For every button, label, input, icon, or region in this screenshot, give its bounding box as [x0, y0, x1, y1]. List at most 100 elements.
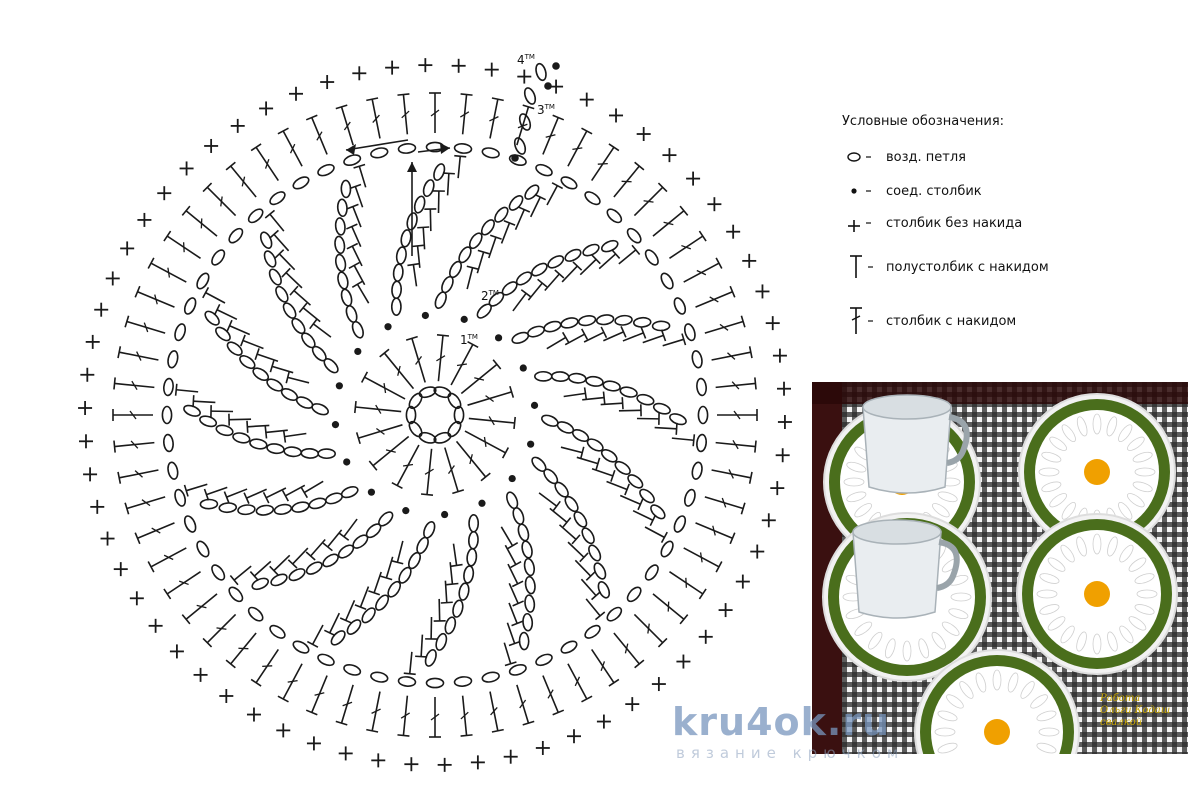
stitch-yarn-over	[376, 427, 385, 435]
round1-slip-stitch	[441, 510, 449, 519]
petal-half-double-crochet	[229, 324, 251, 336]
legend: Условные обозначения: возд. петля соед. …	[830, 100, 1190, 360]
petal-chain	[424, 649, 437, 667]
daisy-petal	[1134, 467, 1156, 477]
stitch-top-bar	[285, 371, 290, 384]
stitch-top-bar	[411, 244, 424, 248]
round1-slip-stitch	[384, 323, 392, 331]
center-ring-chain	[433, 386, 452, 399]
outer-ring-chain	[196, 272, 210, 290]
stitch-yarn-over	[699, 552, 703, 563]
petal-chain	[585, 375, 604, 387]
stitch-yarn-over	[483, 436, 487, 448]
stitch-top-bar	[264, 209, 276, 219]
petal-half-double-crochet	[358, 166, 367, 188]
petal-chain	[273, 503, 293, 516]
stitch-top-bar	[634, 659, 645, 669]
stitch-top-bar	[715, 257, 723, 269]
petal-half-double-crochet	[508, 602, 518, 624]
stitch-yarn-over	[430, 109, 440, 117]
stitch-top-bar	[147, 257, 155, 269]
petal-half-double-crochet	[466, 267, 474, 290]
petal-half-double-crochet	[312, 323, 332, 338]
watermark-site: kru4ok.ru	[672, 700, 891, 744]
stitch-yarn-over	[721, 497, 727, 508]
stitch-top-bar	[740, 502, 746, 515]
daisy-petal	[1047, 557, 1066, 572]
stitch-top-bar	[306, 640, 319, 648]
direction-arrow-head	[440, 143, 450, 154]
stitch-top-bar	[351, 280, 364, 289]
stitch-yarn-over	[436, 355, 446, 362]
stitch-top-bar	[203, 488, 210, 501]
daisy-petal	[1128, 616, 1147, 631]
stitch-top-bar	[480, 472, 491, 482]
petal-half-double-crochet	[327, 529, 343, 548]
daisy-petal	[846, 461, 867, 473]
center-ring-chain	[418, 386, 437, 399]
stitch-yarn-over	[719, 323, 729, 331]
outer-ring-chain	[317, 653, 335, 667]
stitch-top-bar	[581, 695, 593, 703]
outer-ring-chain	[343, 154, 362, 167]
start-chain	[523, 87, 537, 105]
petal-chain	[524, 594, 536, 613]
stitch-top-bar	[537, 278, 548, 288]
stitch-top-bar	[379, 348, 390, 358]
outer-ring-chain	[247, 606, 264, 622]
stitch-yarn-over	[415, 356, 423, 365]
outer-ring-chain	[626, 586, 642, 603]
cup-bottom-handle	[936, 539, 960, 591]
stitch-top-bar	[501, 447, 510, 459]
petal-chain	[215, 326, 231, 342]
stitch-top-bar	[698, 588, 707, 600]
outer-ring-chain	[370, 147, 389, 159]
petal-chain	[582, 243, 600, 257]
petal-chain	[395, 246, 407, 265]
stitch-top-bar	[124, 502, 130, 515]
petal-half-double-crochet	[576, 456, 599, 465]
stitch-yarn-over	[400, 712, 411, 719]
outer-ring-chain	[508, 154, 527, 167]
petal-half-double-crochet	[564, 333, 585, 346]
daisy-petal	[975, 672, 987, 693]
stitch-top-bar	[489, 234, 502, 240]
petal-half-double-crochet	[452, 543, 458, 566]
photo-signature: Работа Ольги Кодаш свалкой	[1100, 693, 1171, 728]
stitch-yarn-over	[624, 643, 629, 654]
petal-chain	[627, 474, 644, 489]
outer-ring-chain	[397, 676, 417, 687]
stitch-top-bar	[117, 346, 122, 359]
daisy-petal	[1060, 625, 1075, 644]
outer-ring-chain	[644, 564, 659, 581]
petal-chain	[458, 582, 470, 601]
outer-ring-chain	[535, 163, 553, 177]
legend-item-dc: столбик с накидом	[842, 306, 1016, 336]
legend-item-chain: возд. петля	[842, 142, 966, 172]
double-crochet-icon	[850, 307, 873, 334]
petal-half-double-crochet	[619, 494, 641, 506]
stitch-top-bar	[591, 591, 602, 601]
daisy-petal	[1036, 589, 1058, 599]
stitch-yarn-over	[727, 352, 736, 360]
outer-ring-chain	[660, 272, 674, 290]
daisy-petal	[1020, 681, 1035, 699]
stitch-top-bar	[492, 359, 502, 370]
petal-half-double-crochet	[622, 332, 644, 342]
stitch-top-bar	[657, 637, 668, 648]
petal-chain	[249, 438, 268, 450]
stitch-top-bar	[225, 659, 236, 669]
petal-half-double-crochet	[546, 185, 559, 206]
daisy-petal	[1106, 416, 1118, 437]
petal-chain	[458, 246, 472, 264]
round1-slip-stitch	[519, 364, 527, 372]
petal-half-double-crochet	[226, 488, 248, 498]
petal-half-double-crochet	[205, 291, 226, 304]
petal-chain	[541, 414, 559, 427]
petal-half-double-crochet	[293, 290, 312, 306]
petal-half-double-crochet	[544, 273, 560, 292]
stitch-yarn-over	[643, 200, 654, 203]
petal-chain	[255, 504, 275, 516]
round-label-2: 2ТМ	[481, 289, 499, 303]
round-label-4: 4ТМ	[517, 53, 535, 67]
